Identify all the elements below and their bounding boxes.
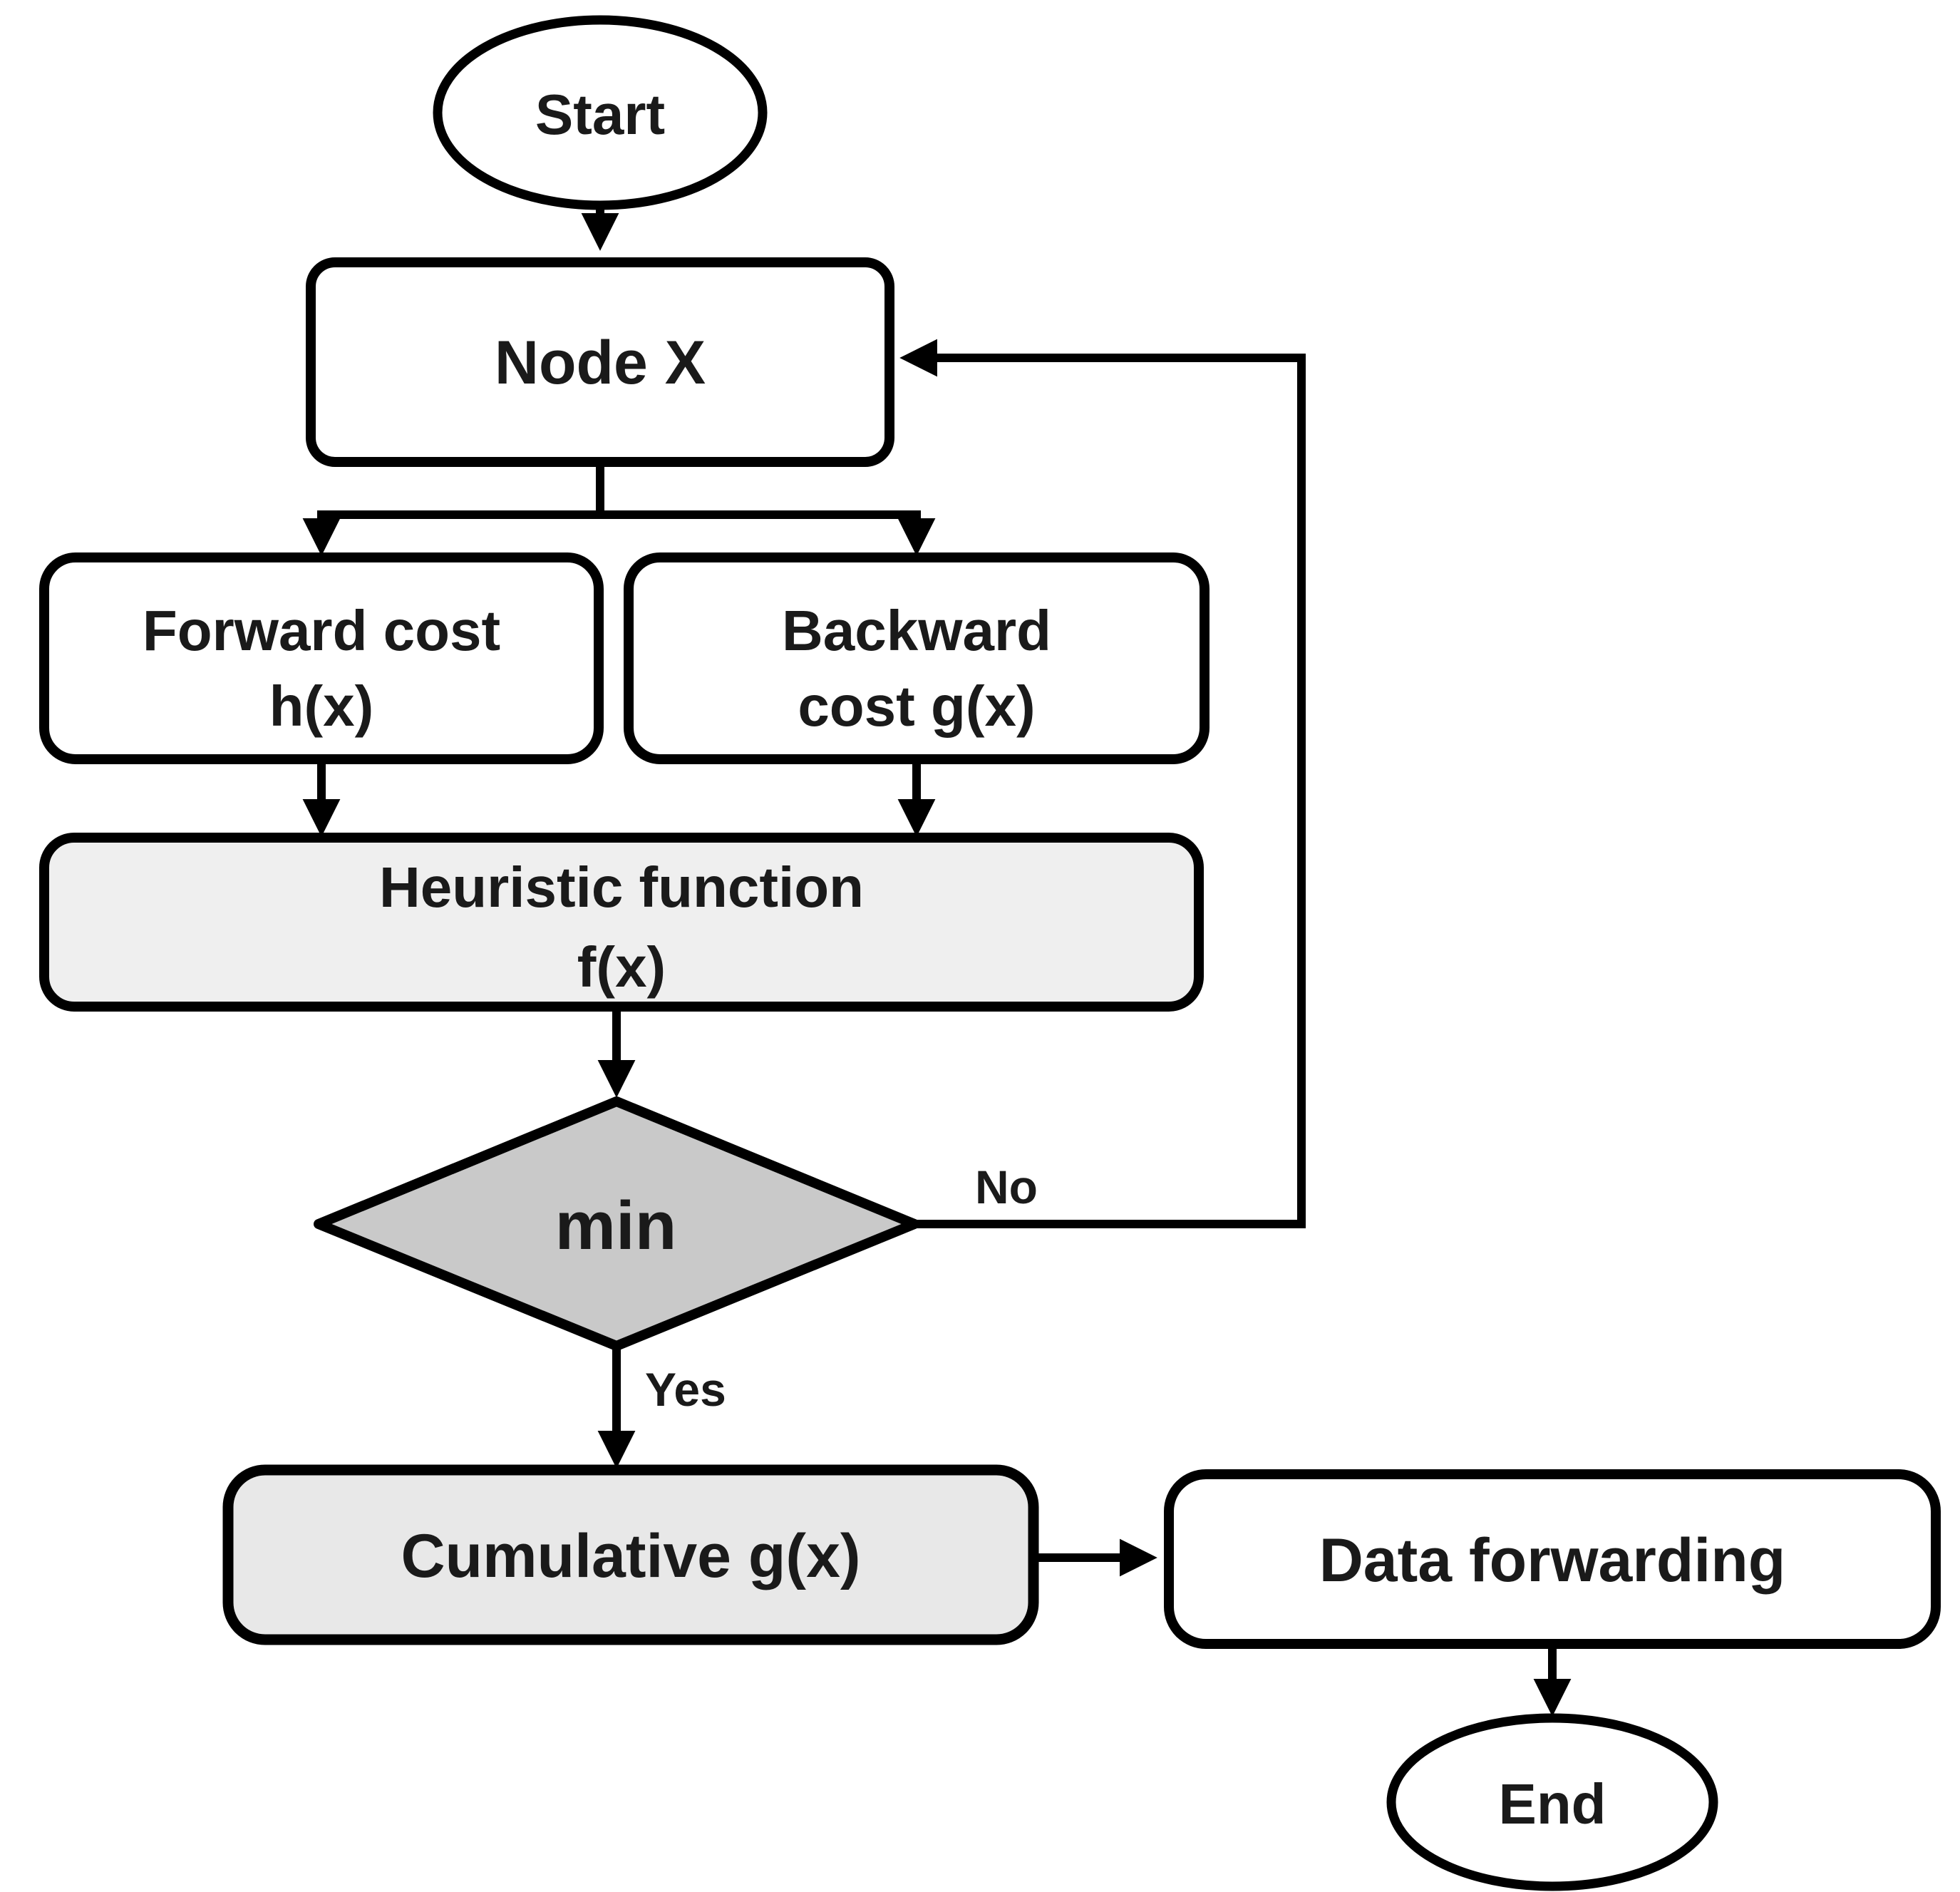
start-node-label: Start <box>535 83 665 146</box>
nodex-node-shape <box>306 257 894 467</box>
heuristic-node-shape <box>39 833 1204 1012</box>
cumulative-node-shape <box>222 1464 1039 1645</box>
edge-no-loop <box>899 339 1306 1228</box>
decision-node-shape <box>314 1096 919 1351</box>
backward-cost-node: Backward cost g(x) <box>624 552 1209 764</box>
forward-cost-node-shape <box>39 552 604 764</box>
backward-cost-node-label-line1: Backward <box>782 599 1051 662</box>
decision-node: min <box>314 1096 919 1351</box>
backward-cost-node-shape <box>624 552 1209 764</box>
nodex-node-label: Node X <box>495 329 706 397</box>
start-node: Start <box>433 15 768 210</box>
heuristic-node-label-line1: Heuristic function <box>379 855 864 919</box>
end-node-shape <box>1386 1713 1718 1891</box>
edge-label-no: No <box>975 1161 1038 1213</box>
end-node-label: End <box>1498 1772 1606 1836</box>
edges <box>302 205 1572 1717</box>
data-forwarding-node-label: Data forwarding <box>1319 1526 1786 1595</box>
forward-cost-node: Forward cost h(x) <box>39 552 604 764</box>
end-node: End <box>1386 1713 1718 1891</box>
heuristic-node: Heuristic function f(x) <box>39 833 1204 1012</box>
forward-cost-node-label-line2: h(x) <box>269 674 374 738</box>
cumulative-node-label: Cumulative g(x) <box>401 1522 860 1590</box>
decision-node-label: min <box>555 1188 677 1264</box>
cumulative-node: Cumulative g(x) <box>222 1464 1039 1645</box>
forward-cost-node-label-line1: Forward cost <box>143 599 500 662</box>
start-node-shape <box>433 15 768 210</box>
backward-cost-node-label-line2: cost g(x) <box>798 674 1035 738</box>
data-forwarding-node: Data forwarding <box>1164 1469 1941 1649</box>
nodex-node: Node X <box>306 257 894 467</box>
heuristic-node-label-line2: f(x) <box>577 935 666 999</box>
data-forwarding-node-shape <box>1164 1469 1941 1649</box>
edge-label-yes: Yes <box>645 1363 726 1416</box>
